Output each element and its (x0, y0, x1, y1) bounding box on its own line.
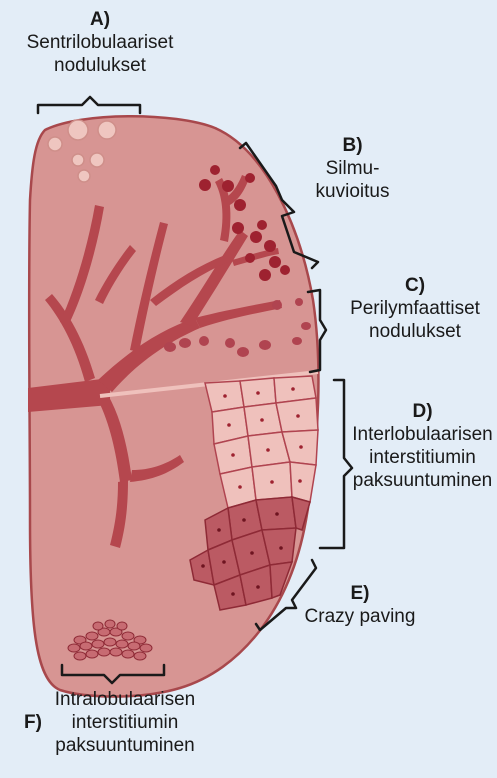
label-b: B) Silmu- kuvioitus (300, 134, 405, 203)
label-d-line-1: Interlobulaarisen (350, 423, 495, 446)
label-b-line-2: kuvioitus (300, 180, 405, 203)
label-a-line-1: Sentrilobulaariset (10, 31, 190, 54)
label-d: D) Interlobulaarisen interstitiumin paks… (350, 400, 495, 492)
label-a: A) Sentrilobulaariset nodulukset (10, 8, 190, 77)
label-f-line-3: paksuuntuminen (30, 734, 220, 757)
bracket-a (38, 97, 140, 113)
label-c: C) Perilymfaattiset nodulukset (335, 274, 495, 343)
label-f: Intralobulaarisen interstitiumin paksuun… (30, 688, 220, 757)
label-c-line-2: nodulukset (335, 320, 495, 343)
label-e-letter: E) (290, 582, 430, 605)
label-c-line-1: Perilymfaattiset (335, 297, 495, 320)
label-b-letter: B) (300, 134, 405, 157)
label-a-letter: A) (10, 8, 190, 31)
label-d-line-2: interstitiumin (350, 446, 495, 469)
label-e-line-1: Crazy paving (290, 605, 430, 628)
label-d-line-3: paksuuntuminen (350, 469, 495, 492)
label-f-letter: F) (18, 711, 48, 734)
bracket-d (320, 380, 352, 548)
label-a-line-2: nodulukset (10, 54, 190, 77)
label-c-letter: C) (335, 274, 495, 297)
label-b-line-1: Silmu- (300, 157, 405, 180)
label-e: E) Crazy paving (290, 582, 430, 628)
label-f-line-1: Intralobulaarisen (30, 688, 220, 711)
label-d-letter: D) (350, 400, 495, 423)
label-f-line-2: interstitiumin (30, 711, 220, 734)
